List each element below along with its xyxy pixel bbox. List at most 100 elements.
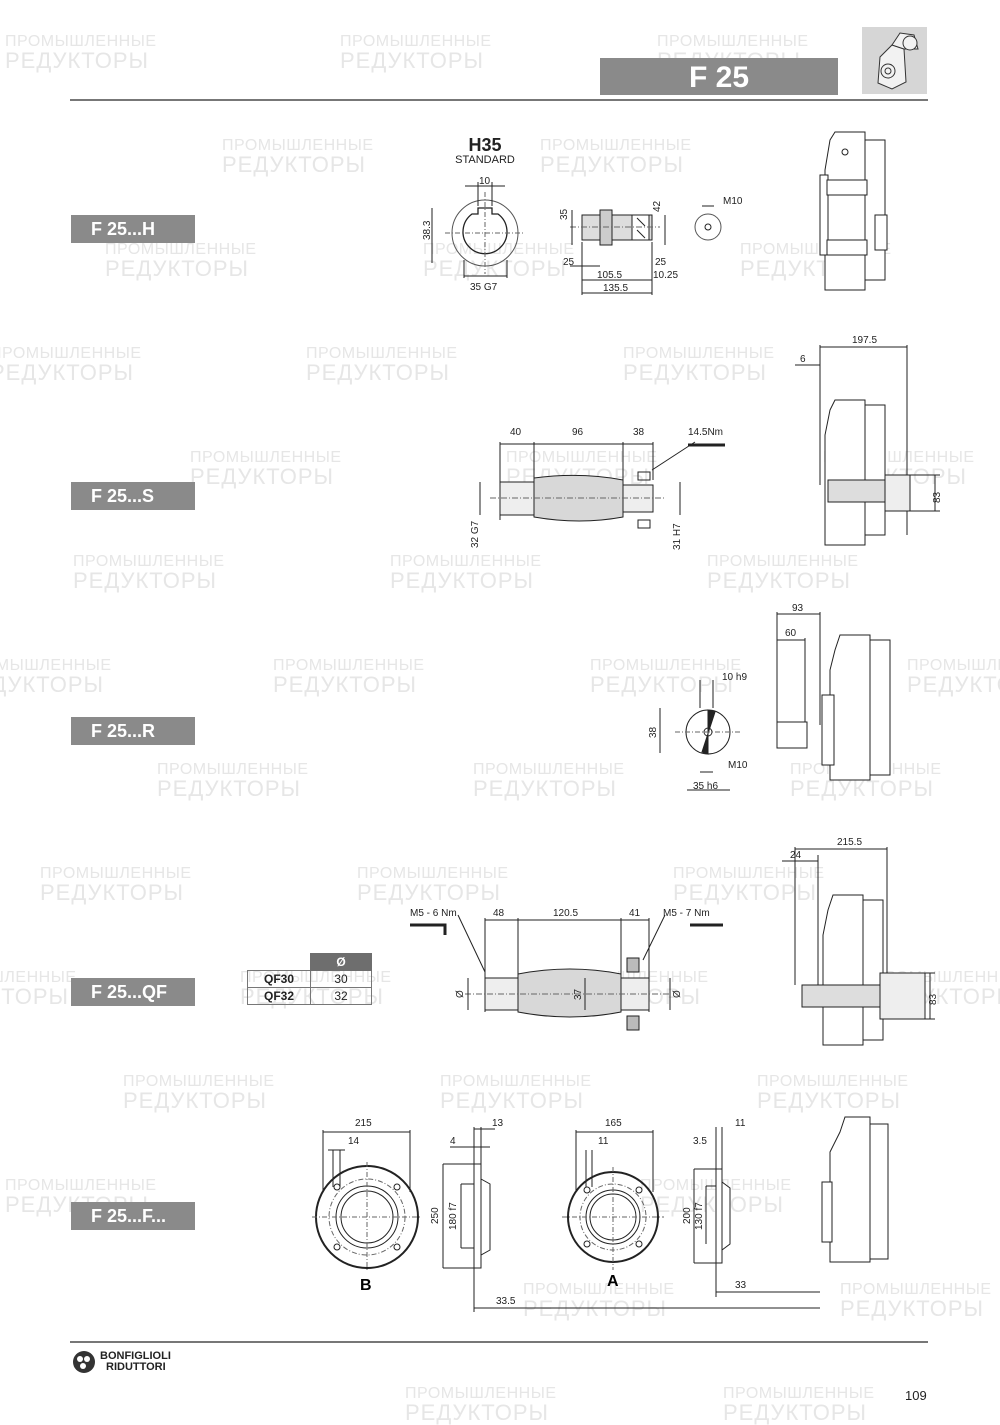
dim-dia-right: 31 H7 [672, 523, 683, 550]
dim-dia-left: 32 G7 [470, 520, 481, 548]
dim-key: 10 h9 [722, 672, 747, 683]
dim-b-outer: 250 [430, 1207, 441, 1224]
dim-b-depth: 13 [492, 1118, 504, 1129]
section-label-h: F 25...H [71, 215, 195, 243]
dim-b-offset: 33.5 [496, 1296, 516, 1307]
dim-shaft-dia: 35 h6 [693, 781, 718, 792]
dim-dia-right: Ø [672, 990, 683, 998]
dim-a-pcd: 165 [605, 1118, 622, 1129]
table-cell-value: 30 [310, 970, 372, 988]
dim-torque: 14.5Nm [688, 427, 723, 438]
solid-shaft-drawing: 10 h9 38 M10 35 h6 93 60 [648, 603, 891, 792]
dim-total-length: 135.5 [603, 283, 628, 294]
hollow-shaft-subtitle: STANDARD [455, 154, 515, 166]
dim-seg1: 48 [493, 908, 505, 919]
dim-seg1: 40 [510, 427, 522, 438]
dim-end-length: 10.25 [653, 270, 678, 281]
brand-subname: RIDUTTORI [106, 1361, 166, 1373]
dim-a-hole: 11 [598, 1136, 609, 1147]
dim-seg3: 38 [633, 427, 645, 438]
header-divider [70, 99, 928, 101]
table-header: Ø [310, 953, 372, 971]
dim-right-offset: 25 [655, 257, 667, 268]
hollow-shaft-title: H35 [468, 135, 502, 155]
dim-b-hole: 14 [348, 1136, 360, 1147]
dim-inner-dia: 37 [573, 988, 584, 1000]
dim-thread: M10 [728, 760, 748, 771]
section-label-r: F 25...R [71, 717, 195, 745]
gearbox-side-view-h [819, 131, 888, 291]
dim-seg3: 41 [629, 908, 641, 919]
shrink-disc-shaft-drawing: 40 96 38 14.5Nm 32 G7 31 H7 [470, 427, 725, 550]
quick-flange-shaft-drawing: M5 - 6 Nm 48 120.5 41 M5 - 7 Nm 37 Ø Ø [410, 908, 723, 1031]
dim-left-offset: 25 [563, 257, 575, 268]
dim-dia-left: Ø [455, 990, 466, 998]
flange-a-letter: A [607, 1273, 619, 1290]
dim-offset: 6 [800, 354, 806, 365]
table-cell-code: QF32 [247, 987, 311, 1005]
dim-offset: 24 [790, 850, 802, 861]
page-number: 109 [905, 1388, 927, 1403]
dim-shaft-dia: 35 [559, 208, 570, 220]
section-label-s: F 25...S [71, 482, 195, 510]
gearbox-side-view-s: 197.5 6 83 [795, 335, 943, 546]
dim-height: 38 [648, 726, 659, 738]
brand-logo: BONFIGLIOLI RIDUTTORI [72, 1350, 171, 1374]
section-label-qf: F 25...QF [71, 978, 195, 1006]
dim-thread: M10 [723, 196, 743, 207]
flange-b-letter: B [360, 1277, 372, 1294]
page-title: F 25 [600, 58, 838, 95]
section-label-f: F 25...F... [71, 1202, 195, 1230]
bonfiglioli-logo-icon [73, 1351, 95, 1373]
dim-key-width: 10 [479, 176, 491, 187]
dim-a-thickness: 3.5 [693, 1136, 707, 1147]
dim-bore-height: 38.3 [422, 220, 433, 240]
brand-name: BONFIGLIOLI [100, 1350, 171, 1362]
dim-mid-length: 105.5 [597, 270, 622, 281]
dim-b-thickness: 4 [450, 1136, 456, 1147]
table-cell-value: 32 [310, 987, 372, 1005]
dim-torque-right: M5 - 7 Nm [663, 908, 710, 919]
dim-outer-dia: 42 [652, 200, 663, 212]
dim-b-spigot: 180 f7 [448, 1202, 459, 1230]
dim-len-outer: 93 [792, 603, 804, 614]
dim-a-outer: 200 [682, 1207, 693, 1224]
dim-b-pcd: 215 [355, 1118, 372, 1129]
footer-divider [70, 1341, 928, 1343]
dim-overall: 197.5 [852, 335, 877, 346]
flange-drawings: 215 14 4 13 250 180 f7 33.5 B 165 11 3.5… [312, 1116, 889, 1312]
hollow-shaft-drawing: 10 38.3 35 G7 35 42 25 25 105.5 10.25 13… [422, 176, 743, 295]
gearmotor-thumbnail-icon [862, 27, 927, 94]
table-cell-code: QF30 [247, 970, 311, 988]
dim-a-spigot: 130 f7 [694, 1202, 705, 1230]
hollow-shaft-heading: H35 STANDARD [450, 135, 520, 166]
gearbox-side-view-qf: 215.5 24 83 [782, 837, 939, 1046]
dim-a-offset: 33 [735, 1280, 747, 1291]
dim-bore-dia: 35 G7 [470, 282, 498, 293]
dim-overall: 215.5 [837, 837, 862, 848]
dim-seg2: 120.5 [553, 908, 578, 919]
